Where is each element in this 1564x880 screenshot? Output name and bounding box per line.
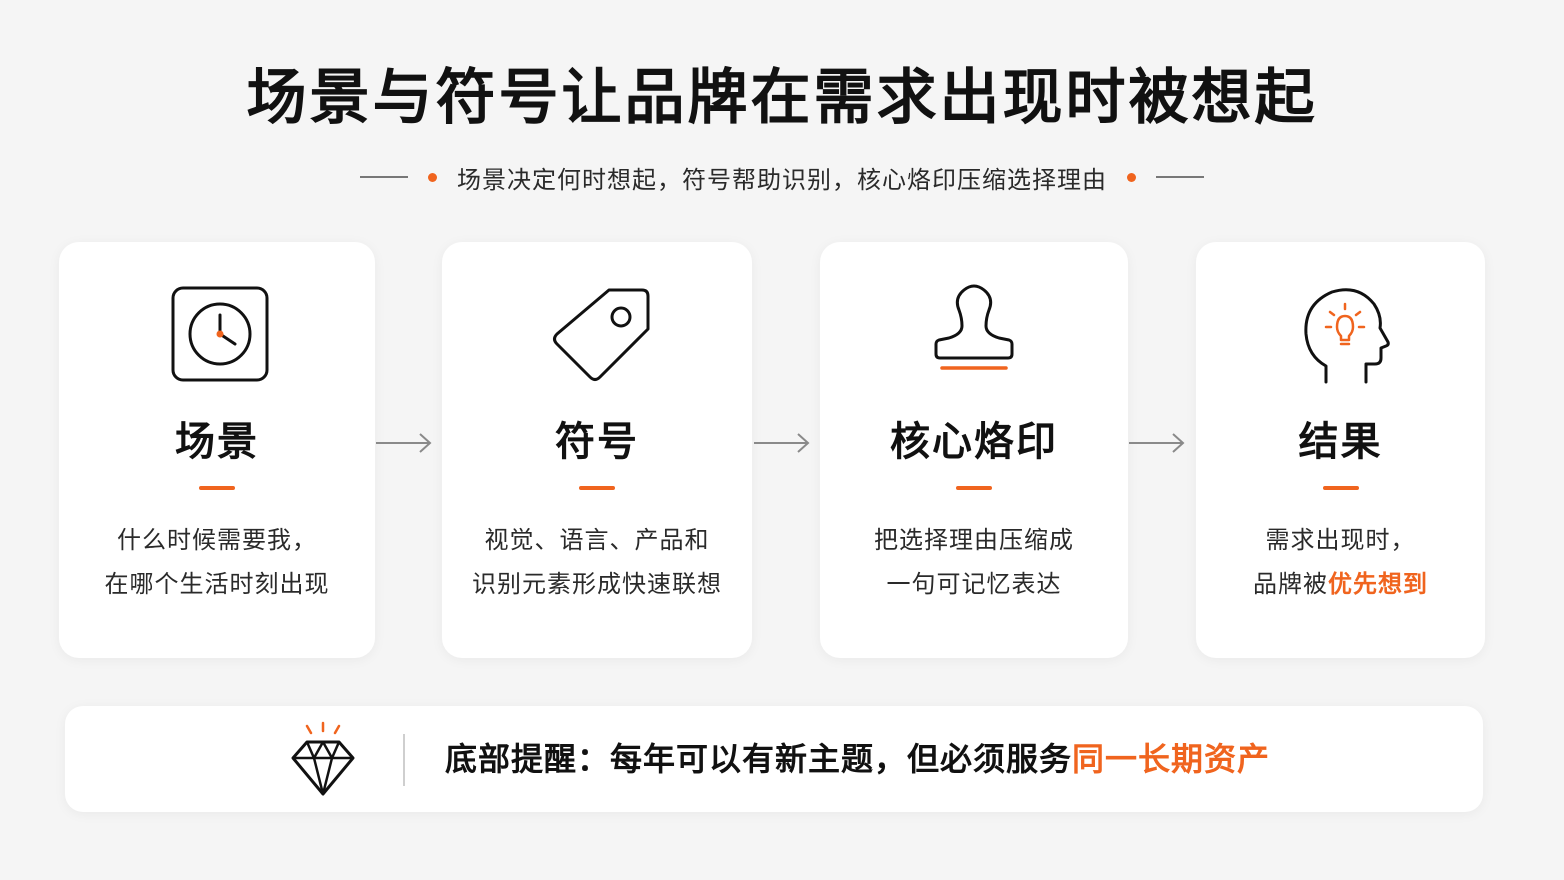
bottom-reminder-text: 底部提醒：每年可以有新主题，但必须服务同一长期资产 (445, 736, 1270, 782)
card-description-text: 品牌被 (1253, 570, 1328, 598)
subtitle-right-dot (1127, 172, 1136, 182)
arrow-right-icon (374, 428, 434, 458)
card-description-line: 视觉、语言、产品和 (484, 526, 710, 554)
card-description: 什么时候需要我， 在哪个生活时刻出现 (59, 518, 375, 606)
page-title: 场景与符号让品牌在需求出现时被想起 (246, 63, 1318, 133)
subtitle-right-line (1156, 176, 1204, 178)
arrow-right-icon (752, 428, 812, 458)
bottom-reminder-prefix: 底部提醒：每年可以有新主题，但必须服务 (445, 740, 1073, 778)
card-accent-bar (579, 486, 615, 490)
card-symbol: 符号 视觉、语言、产品和 识别元素形成快速联想 (442, 242, 752, 658)
arrow-right-icon (1127, 428, 1187, 458)
head-lightbulb-icon (1286, 282, 1396, 392)
card-accent-bar (199, 486, 235, 490)
bottom-reminder-highlight: 同一长期资产 (1072, 740, 1271, 778)
card-description-line: 把选择理由压缩成 (874, 526, 1074, 554)
card-description: 视觉、语言、产品和 识别元素形成快速联想 (442, 518, 752, 606)
card-title: 核心烙印 (890, 419, 1058, 465)
diamond-icon (287, 720, 359, 800)
stamp-icon (919, 282, 1029, 392)
card-title: 结果 (1298, 419, 1383, 465)
card-description-line: 品牌被优先想到 (1196, 562, 1485, 606)
tag-icon (542, 282, 652, 392)
subtitle-row: 场景决定何时想起，符号帮助识别，核心烙印压缩选择理由 (0, 160, 1564, 194)
card-description: 需求出现时， 品牌被优先想到 (1196, 518, 1485, 606)
bottom-reminder-bar: 底部提醒：每年可以有新主题，但必须服务同一长期资产 (65, 706, 1483, 812)
card-description-line: 一句可记忆表达 (886, 570, 1062, 598)
card-core-imprint: 核心烙印 把选择理由压缩成 一句可记忆表达 (820, 242, 1128, 658)
card-result: 结果 需求出现时， 品牌被优先想到 (1196, 242, 1485, 658)
card-title: 符号 (555, 419, 639, 465)
card-description-line: 什么时候需要我， (117, 526, 317, 554)
card-accent-bar (1322, 486, 1359, 490)
card-description-highlight: 优先想到 (1328, 570, 1428, 598)
card-title: 场景 (175, 419, 259, 465)
subtitle-left-dot (428, 172, 437, 182)
card-description-line: 需求出现时， (1265, 526, 1416, 554)
card-description-line: 在哪个生活时刻出现 (104, 570, 330, 598)
card-scene: 场景 什么时候需要我， 在哪个生活时刻出现 (59, 242, 375, 658)
bottom-divider (403, 734, 405, 786)
card-description: 把选择理由压缩成 一句可记忆表达 (820, 518, 1128, 606)
clock-icon (162, 282, 272, 392)
subtitle-left-line (360, 176, 408, 178)
card-accent-bar (956, 486, 992, 490)
card-description-line: 识别元素形成快速联想 (472, 570, 722, 598)
subtitle: 场景决定何时想起，符号帮助识别，核心烙印压缩选择理由 (457, 165, 1107, 194)
